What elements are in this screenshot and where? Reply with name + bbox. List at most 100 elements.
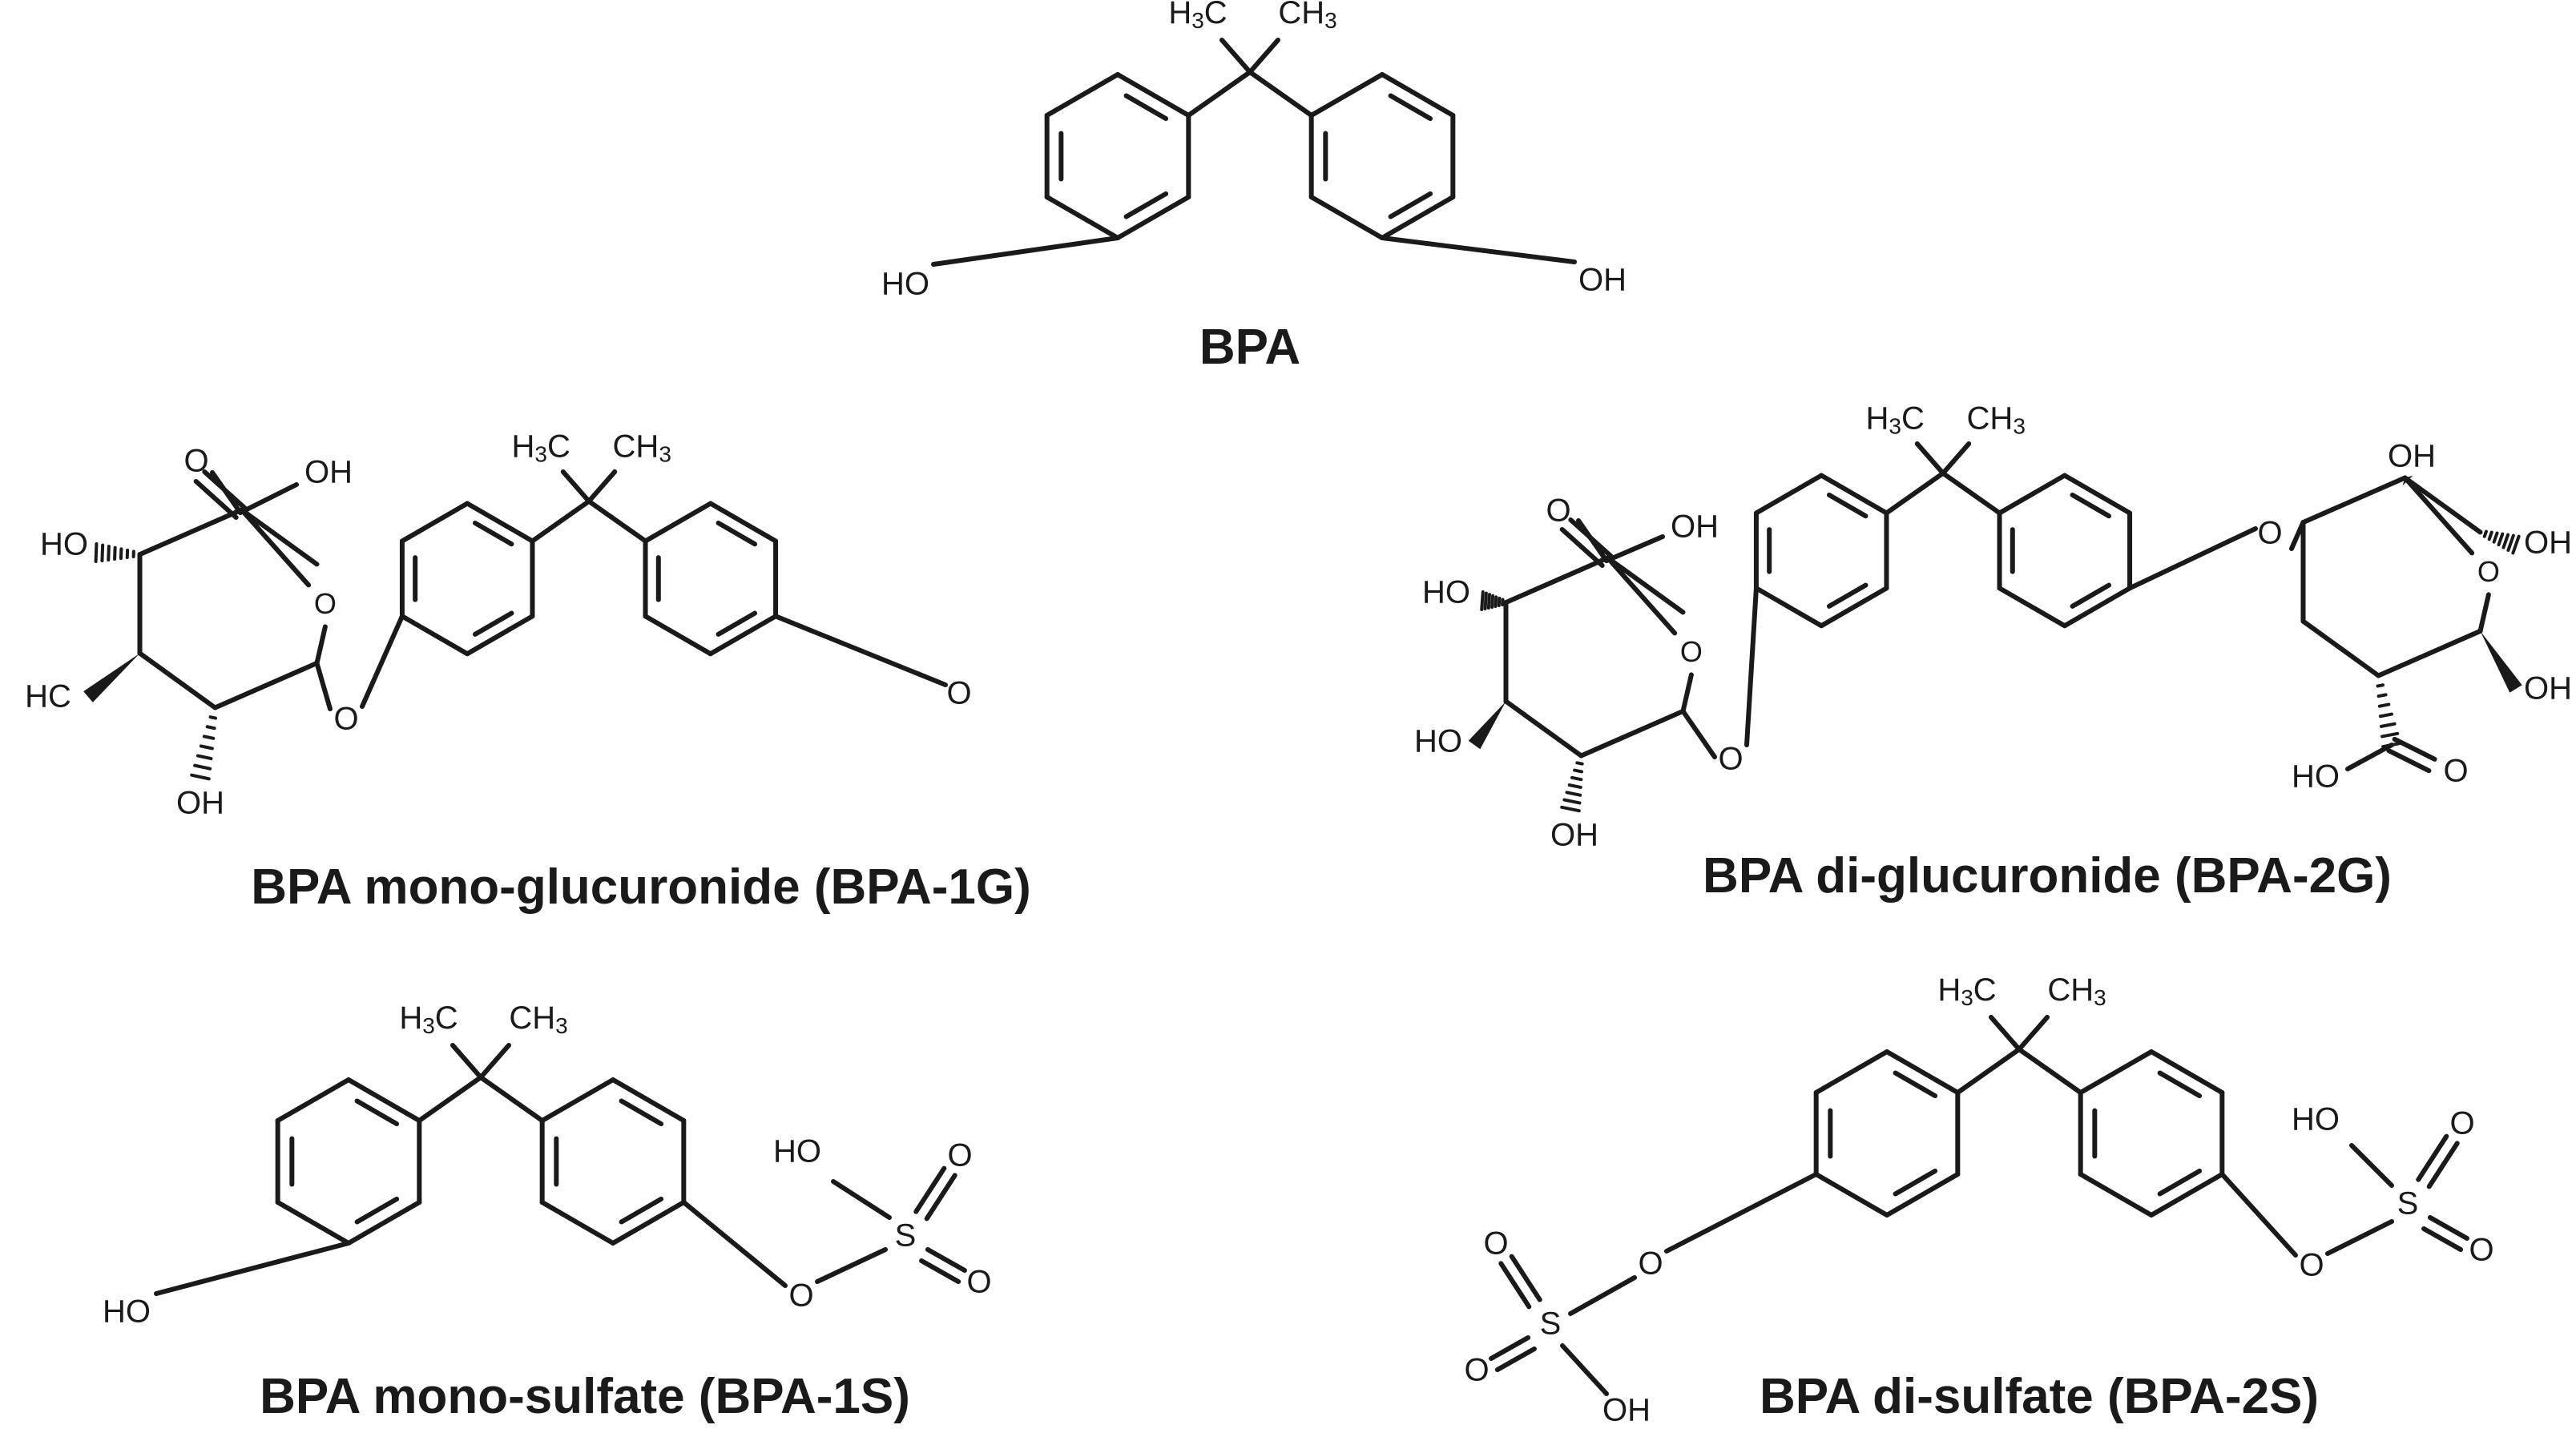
oxygen-label: O [946, 676, 971, 711]
oxygen-label: O [1464, 1353, 1489, 1388]
oxygen-label: O [2469, 1233, 2493, 1268]
sulfur-label: S [895, 1218, 917, 1254]
bridge-bond [1941, 470, 2002, 516]
bond-lines [83, 38, 2522, 1396]
hydroxyl-label: HO [40, 527, 88, 562]
ring-bond [275, 1200, 351, 1246]
ring-double-bond [1123, 93, 1169, 122]
sulfonyl-double-bond [2427, 1215, 2469, 1242]
bridge-bond [1884, 470, 1945, 516]
ring-bond [1997, 586, 2067, 629]
oxygen-label: O [2299, 1248, 2324, 1283]
oxygen-label: O [966, 1265, 991, 1300]
ester-bond [1568, 1275, 1637, 1316]
ring-bond [346, 1200, 422, 1246]
ring-bond [643, 501, 713, 544]
sugar-ring-bond [2300, 475, 2408, 525]
hashed-bond [2376, 693, 2388, 698]
hashed-bond [1560, 805, 1581, 813]
ring-double-bond [716, 610, 758, 637]
ring-bond [1885, 1049, 1961, 1095]
sugar-ring-bond [2477, 592, 2491, 634]
hashed-bond [1497, 596, 1502, 608]
hashed-bond [1490, 594, 1495, 610]
ring-bond [1380, 195, 1456, 240]
hashed-bond [1567, 783, 1582, 789]
ring-double-bond [1826, 582, 1869, 609]
ring-bond [1380, 72, 1456, 118]
oxygen-label: O [1483, 1226, 1508, 1262]
ester-bond [2325, 1219, 2394, 1256]
oxygen-label: O [1638, 1246, 1663, 1282]
ring-double-bond [472, 610, 514, 637]
caption-bpa-1s: BPA mono-sulfate (BPA-1S) [260, 1369, 910, 1424]
carbonyl-double-bond [1559, 526, 1605, 568]
ring-bond [465, 501, 535, 544]
hydroxyl-label: OH [176, 786, 224, 821]
caption-bpa-1g: BPA mono-glucuronide (BPA-1G) [251, 859, 1031, 915]
sulfonyl-double-bond [1498, 1261, 1532, 1310]
sulfonyl-double-bond [1494, 1346, 1537, 1372]
ring-bond [275, 1077, 351, 1123]
oxygen-label: O [947, 1138, 972, 1173]
carbonyl-double-bond [2386, 748, 2432, 774]
ring-bond [1044, 195, 1120, 240]
bridge-bond [1186, 70, 1252, 118]
sulfonyl-double-bond [924, 1173, 957, 1222]
sulfonyl-double-bond [919, 1258, 961, 1284]
hydroxyl-bond [1380, 235, 1577, 264]
ring-bond [707, 614, 779, 657]
bridge-bond [530, 498, 591, 544]
methyl-bond [1219, 38, 1252, 74]
ring-double-bond [1893, 1070, 1938, 1099]
hashed-bond [199, 744, 214, 751]
hashed-bond [2501, 533, 2510, 549]
ring-double-bond [354, 1196, 400, 1225]
sugar-ring-bond [2376, 628, 2483, 678]
hashed-bond [1480, 590, 1485, 611]
ring-bond [1753, 473, 1824, 516]
hydroxyl-label: OH [1671, 509, 1719, 545]
carboxyl-bond [2345, 743, 2394, 771]
methyl-bond [1989, 1015, 2022, 1052]
ether-bond [773, 614, 948, 687]
ether-bond [1664, 1172, 1819, 1254]
sulfonyl-bond [1560, 1343, 1609, 1396]
methyl-bond [450, 1043, 483, 1080]
hashed-bond [2497, 532, 2505, 547]
methyl-bond [1914, 441, 1945, 476]
oxygen-label: O [1718, 742, 1743, 777]
sugar-ring-bond [1605, 555, 1678, 636]
methyl-label: H3C [1866, 400, 1925, 439]
hashed-bond [2376, 683, 2385, 688]
ring-bond [1885, 1172, 1961, 1218]
hashed-bond [208, 715, 218, 720]
glycosidic-bond [2289, 520, 2306, 551]
ring-bond [643, 614, 713, 657]
sugar-ring-bond [1503, 698, 1584, 759]
ring-double-bond [1893, 1168, 1938, 1197]
hydroxyl-label: OH [1578, 263, 1627, 298]
glycosidic-bond [314, 660, 333, 711]
hashed-bond [1562, 798, 1582, 805]
oxygen-label: O [2443, 754, 2468, 789]
sulfonyl-double-bond [1489, 1335, 1531, 1362]
hashed-bond [2492, 531, 2499, 544]
ring-bond [2149, 1172, 2225, 1218]
carbonyl-double-bond [202, 469, 248, 511]
wedge-bond [2480, 630, 2522, 693]
sugar-ring-bond [212, 660, 320, 710]
sulfur-label: S [1540, 1306, 1562, 1342]
methyl-bond [1248, 38, 1280, 74]
sulfonyl-double-bond [925, 1247, 967, 1274]
methyl-bond [587, 469, 618, 504]
ring-bond [399, 614, 470, 657]
hydroxyl-label: HO [2292, 759, 2340, 795]
methyl-label: CH3 [2047, 972, 2106, 1011]
methyl-label: CH3 [613, 429, 671, 467]
hashed-bond [1570, 775, 1583, 782]
ether-bond [2127, 526, 2258, 591]
glycosidic-bond [1680, 708, 1717, 759]
ring-bond [1813, 1172, 1889, 1218]
